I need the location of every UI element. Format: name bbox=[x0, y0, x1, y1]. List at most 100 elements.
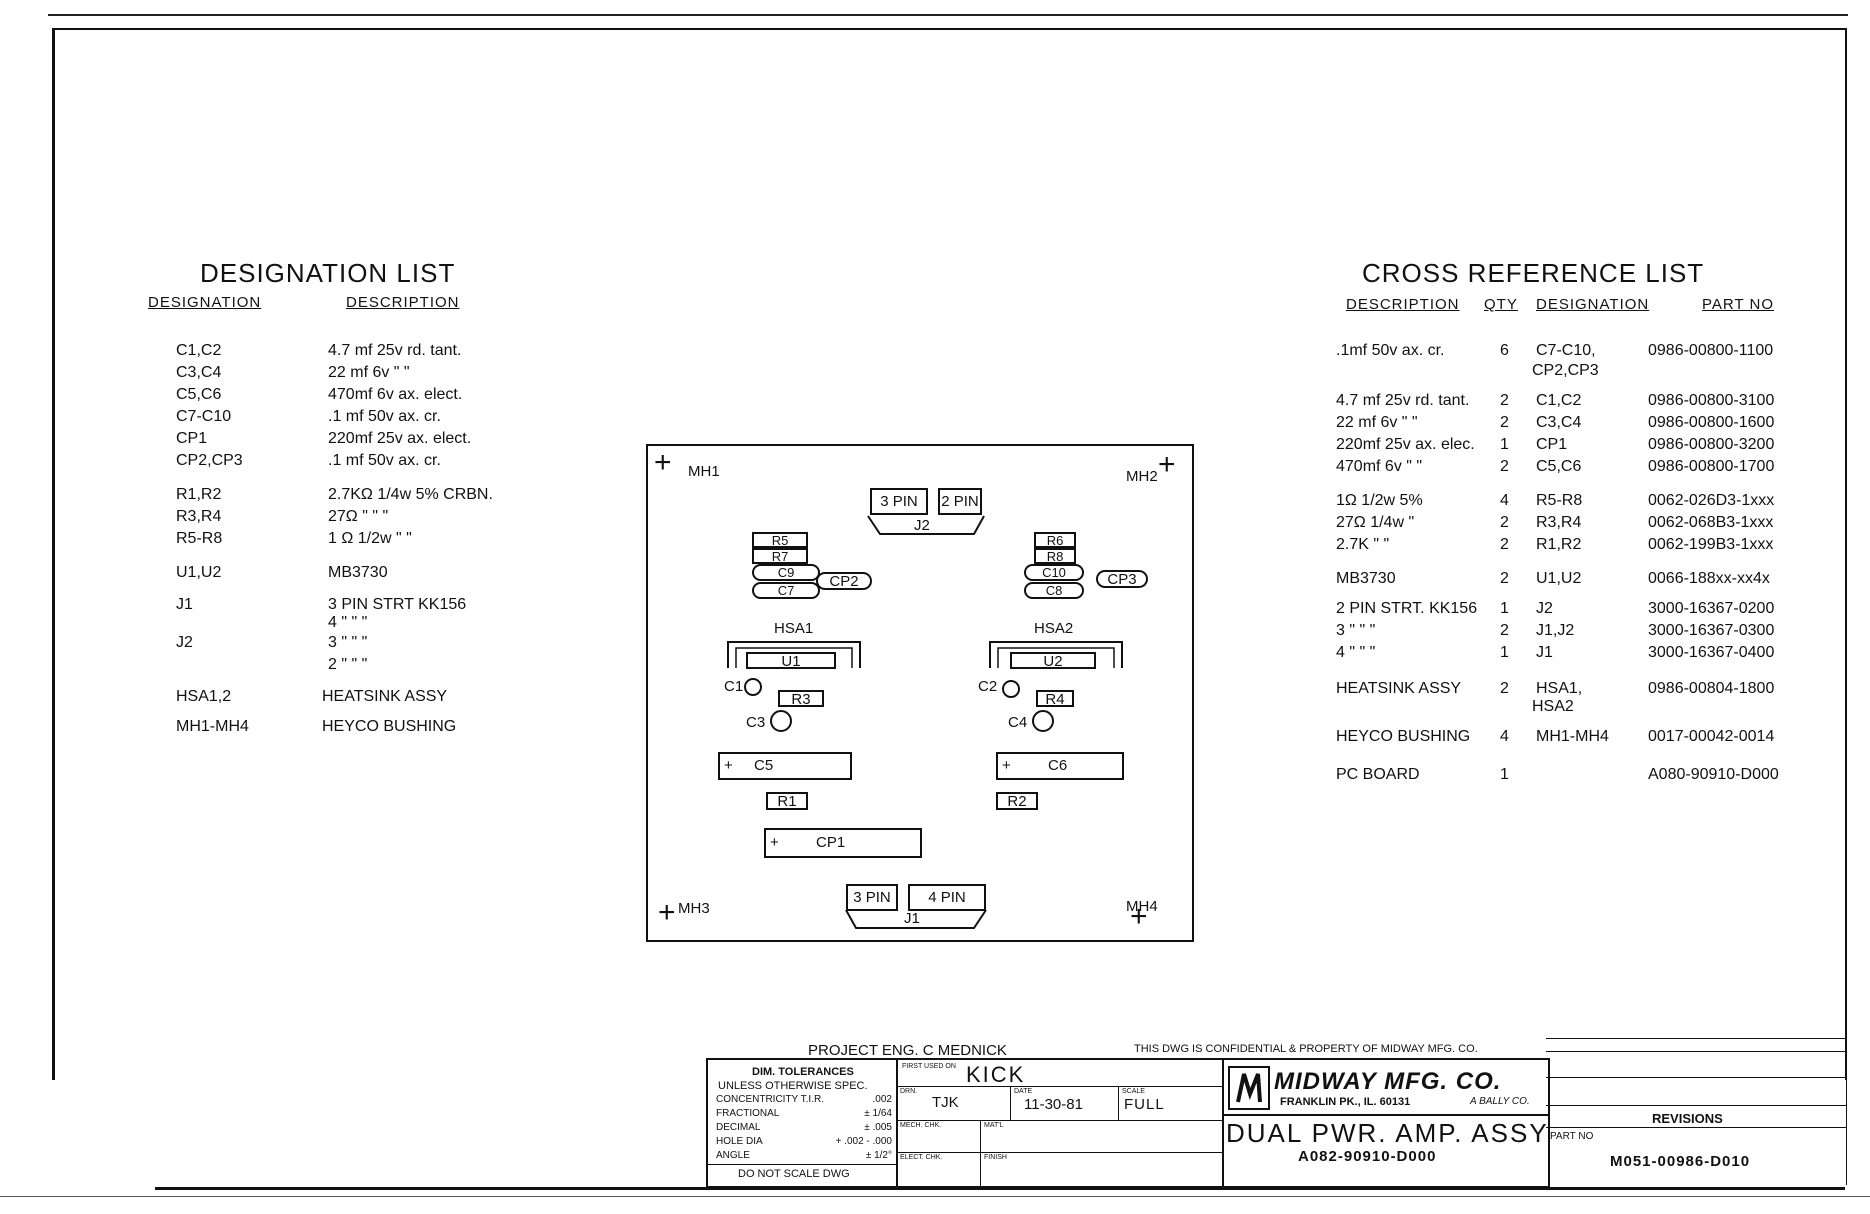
c4-capacitor bbox=[1032, 710, 1054, 732]
xref-row-qty: 4 bbox=[1500, 492, 1509, 509]
designation-list-title: DESIGNATION LIST bbox=[200, 258, 456, 288]
mh1-label: MH1 bbox=[688, 463, 720, 480]
xref-row-designation: J1,J2 bbox=[1536, 622, 1575, 639]
j1-4pin-connector: 4 PIN bbox=[908, 884, 986, 911]
c8-capacitor: C8 bbox=[1024, 582, 1084, 599]
xref-designation-header: DESIGNATION bbox=[1536, 296, 1650, 313]
xref-row-description: 4.7 mf 25v rd. tant. bbox=[1336, 392, 1470, 409]
designation-row-id: C1,C2 bbox=[176, 342, 222, 359]
r4-resistor: R4 bbox=[1036, 690, 1074, 707]
sheet-edge-line bbox=[0, 1196, 1870, 1197]
sheet-top-line bbox=[48, 14, 1848, 16]
xref-row-qty: 2 bbox=[1500, 414, 1509, 431]
designation-row-description: 2.7KΩ 1/4w 5% CRBN. bbox=[328, 486, 493, 503]
c7-capacitor: C7 bbox=[752, 582, 820, 599]
cp1-capacitor: + CP1 bbox=[764, 828, 922, 858]
drawn-by-label: DRN. bbox=[900, 1088, 918, 1095]
hsa1-label: HSA1 bbox=[774, 620, 814, 637]
designation-row-id: U1,U2 bbox=[176, 564, 222, 581]
xref-part-header: PART NO bbox=[1702, 296, 1775, 313]
xref-row-description: 3 " " " bbox=[1336, 622, 1376, 639]
tolerance-value: ± 1/64 bbox=[864, 1108, 892, 1119]
designation-row-description: 2 " " " bbox=[328, 656, 368, 673]
xref-row-qty: 6 bbox=[1500, 342, 1509, 359]
material-label: MAT'L bbox=[984, 1122, 1004, 1129]
xref-row-part-number: 0986-00800-1600 bbox=[1648, 414, 1775, 431]
mounting-hole-cross: + bbox=[1158, 448, 1176, 481]
company-parent: A BALLY CO. bbox=[1470, 1096, 1530, 1107]
mech-check-label: MECH. CHK. bbox=[900, 1122, 942, 1129]
c6-label: C6 bbox=[1048, 757, 1068, 774]
drawing-frame bbox=[52, 28, 1847, 1080]
xref-row-description: PC BOARD bbox=[1336, 766, 1420, 783]
midway-logo bbox=[1228, 1066, 1270, 1110]
xref-row-part-number: 0986-00800-1700 bbox=[1648, 458, 1775, 475]
designation-row-description: .1 mf 50v ax. cr. bbox=[328, 452, 441, 469]
scale-value: FULL bbox=[1124, 1096, 1165, 1113]
xref-row-qty: 2 bbox=[1500, 570, 1509, 587]
c1-label: C1 bbox=[724, 678, 744, 695]
designation-row-description: 3 PIN STRT KK156 bbox=[328, 596, 467, 613]
designation-row-description: 470mf 6v ax. elect. bbox=[328, 386, 463, 403]
xref-row-designation: U1,U2 bbox=[1536, 570, 1582, 587]
xref-row-part-number: 3000-16367-0200 bbox=[1648, 600, 1775, 617]
designation-row-description: 1 Ω 1/2w " " bbox=[328, 530, 412, 547]
tolerance-value: + .002 - .000 bbox=[835, 1136, 892, 1147]
description-column-header: DESCRIPTION bbox=[346, 294, 460, 311]
r3-resistor: R3 bbox=[778, 690, 824, 707]
xref-row-description: MB3730 bbox=[1336, 570, 1396, 587]
tolerances-title: DIM. TOLERANCES bbox=[752, 1066, 854, 1078]
polarity-plus: + bbox=[724, 757, 733, 774]
designation-row-id: CP2,CP3 bbox=[176, 452, 243, 469]
finish-label: FINISH bbox=[984, 1154, 1007, 1161]
xref-row-designation: R1,R2 bbox=[1536, 536, 1582, 553]
c4-label: C4 bbox=[1008, 714, 1028, 731]
tolerance-label: DECIMAL bbox=[716, 1122, 761, 1133]
confidential-notice: THIS DWG IS CONFIDENTIAL & PROPERTY OF M… bbox=[1134, 1043, 1478, 1055]
designation-row-id: CP1 bbox=[176, 430, 208, 447]
hsa1-heatsink bbox=[727, 641, 861, 668]
company-name: MIDWAY MFG. CO. bbox=[1274, 1068, 1502, 1095]
designation-row-id: J1 bbox=[176, 596, 193, 613]
designation-row-description: 22 mf 6v " " bbox=[328, 364, 410, 381]
xref-row-designation: C5,C6 bbox=[1536, 458, 1582, 475]
date-label: DATE bbox=[1014, 1088, 1033, 1095]
midway-logo-mark bbox=[1236, 1073, 1262, 1103]
xref-row-part-number: 0986-00804-1800 bbox=[1648, 680, 1775, 697]
xref-row-qty: 2 bbox=[1500, 392, 1509, 409]
xref-row-part-number: 3000-16367-0400 bbox=[1648, 644, 1775, 661]
c9-capacitor: C9 bbox=[752, 564, 820, 581]
tolerance-value: .002 bbox=[872, 1094, 892, 1105]
designation-column-header: DESIGNATION bbox=[148, 294, 262, 311]
designation-row-description: MB3730 bbox=[328, 564, 388, 581]
pc-board-outline: + MH1 + MH2 + MH3 + MH4 3 PIN 2 PIN J2 R… bbox=[646, 444, 1194, 942]
xref-row-designation: R3,R4 bbox=[1536, 514, 1582, 531]
designation-row-description: HEATSINK ASSY bbox=[322, 688, 448, 705]
xref-row-designation: R5-R8 bbox=[1536, 492, 1583, 509]
first-used-label: FIRST USED ON bbox=[902, 1063, 956, 1070]
tolerance-label: CONCENTRICITY T.I.R. bbox=[716, 1094, 824, 1105]
designation-row-description: .1 mf 50v ax. cr. bbox=[328, 408, 441, 425]
hsa2-label: HSA2 bbox=[1034, 620, 1074, 637]
xref-row-qty: 1 bbox=[1500, 600, 1509, 617]
drawn-by-value: TJK bbox=[932, 1094, 959, 1111]
xref-row-part-number: 0986-00800-1100 bbox=[1648, 342, 1774, 359]
c2-label: C2 bbox=[978, 678, 998, 695]
polarity-plus: + bbox=[770, 834, 779, 851]
c5-capacitor: + C5 bbox=[718, 752, 852, 780]
xref-row-qty: 2 bbox=[1500, 458, 1509, 475]
xref-description-header: DESCRIPTION bbox=[1346, 296, 1460, 313]
xref-row-description: 1Ω 1/2w 5% bbox=[1336, 492, 1423, 509]
xref-row-qty: 2 bbox=[1500, 680, 1509, 697]
designation-row-id: C7-C10 bbox=[176, 408, 232, 425]
designation-row-id: R5-R8 bbox=[176, 530, 223, 547]
c5-label: C5 bbox=[754, 757, 774, 774]
revisions-label: REVISIONS bbox=[1652, 1111, 1723, 1126]
c10-capacitor: C10 bbox=[1024, 564, 1084, 581]
xref-row-designation: J2 bbox=[1536, 600, 1553, 617]
polarity-plus: + bbox=[1002, 757, 1011, 774]
xref-row-designation: HSA1, bbox=[1536, 680, 1583, 697]
xref-row-part-number: 0062-026D3-1xxx bbox=[1648, 492, 1775, 509]
xref-row-description: HEYCO BUSHING bbox=[1336, 728, 1471, 745]
designation-row-id: R1,R2 bbox=[176, 486, 222, 503]
